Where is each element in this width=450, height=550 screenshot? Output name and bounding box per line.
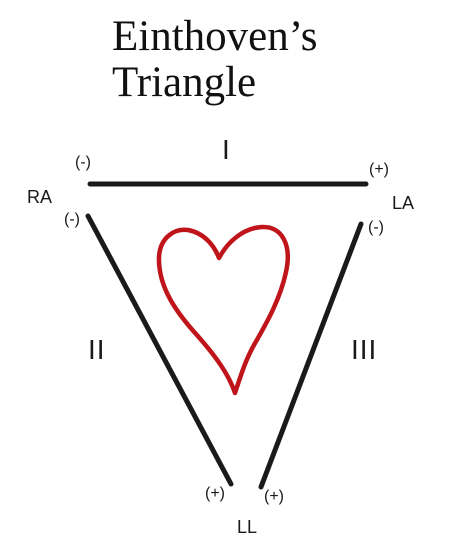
electrode-ll-label: LL <box>237 517 258 537</box>
lead-ii-line <box>85 213 234 487</box>
diagram-title: Einthoven’s Triangle <box>112 14 317 106</box>
title-line-2: Triangle <box>112 59 257 106</box>
lead-iii-label: III <box>351 334 378 365</box>
lead-ii-negative-sign: (-) <box>64 211 80 228</box>
electrode-ra-label: RA <box>27 187 53 207</box>
title-line-1: Einthoven’s <box>112 13 318 60</box>
lead-iii-positive-sign: (+) <box>264 488 284 505</box>
lead-iii-negative-sign: (-) <box>368 219 384 236</box>
lead-ii-positive-sign: (+) <box>205 485 225 502</box>
lead-iii-line <box>258 221 364 490</box>
lead-i-negative-sign: (-) <box>75 154 91 171</box>
lead-i-label: I <box>222 134 231 165</box>
electrode-la-label: LA <box>392 193 415 213</box>
lead-i-positive-sign: (+) <box>369 161 389 178</box>
lead-ii-label: II <box>88 334 106 365</box>
heart-icon <box>156 224 290 396</box>
